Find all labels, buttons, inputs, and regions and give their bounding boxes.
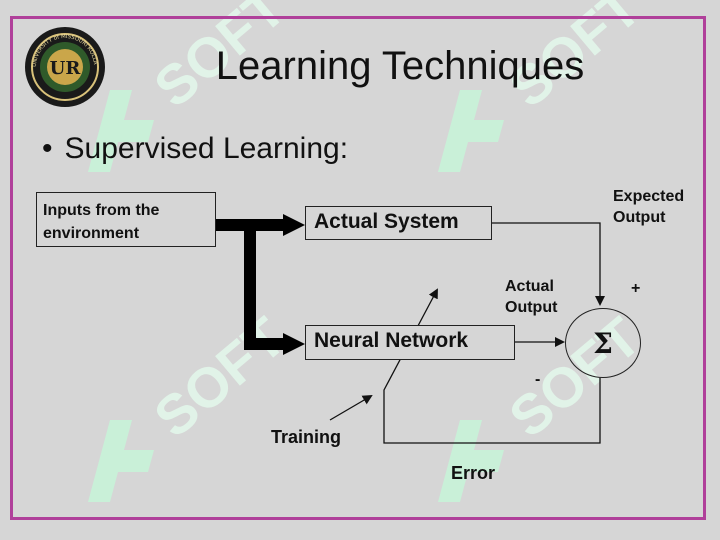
expected-output-label: Expected Output [613, 188, 685, 226]
logo-monogram: UR [50, 58, 82, 79]
university-logo: UR UNIVERSITY of MISSOURI ROLLA [25, 27, 105, 107]
actual-system-box: Actual System [305, 206, 492, 240]
watermark-glyph [88, 420, 154, 502]
watermark-glyph [438, 90, 504, 172]
bullet-dot-icon: • [42, 132, 53, 165]
actual-output-label: Actual Output [505, 278, 558, 316]
bullet-text: Supervised Learning: [64, 132, 349, 165]
plus-sign: + [631, 280, 641, 297]
inputs-box: Inputs from the environment [36, 192, 216, 247]
training-label: Training [271, 427, 342, 447]
neural-network-box: Neural Network [305, 325, 515, 360]
watermark-glyph [438, 420, 504, 502]
summation-node: Σ [565, 308, 641, 378]
minus-sign: - [535, 371, 541, 388]
expected-output-line [492, 222, 605, 306]
slide-title: Learning Techniques [215, 44, 585, 88]
slide-frame [10, 16, 706, 520]
watermark-glyph [88, 90, 154, 172]
bullet-item: • Supervised Learning: [42, 132, 348, 166]
input-split-arrow [216, 214, 305, 355]
training-pointer [329, 394, 373, 421]
error-label: Error [451, 463, 496, 483]
